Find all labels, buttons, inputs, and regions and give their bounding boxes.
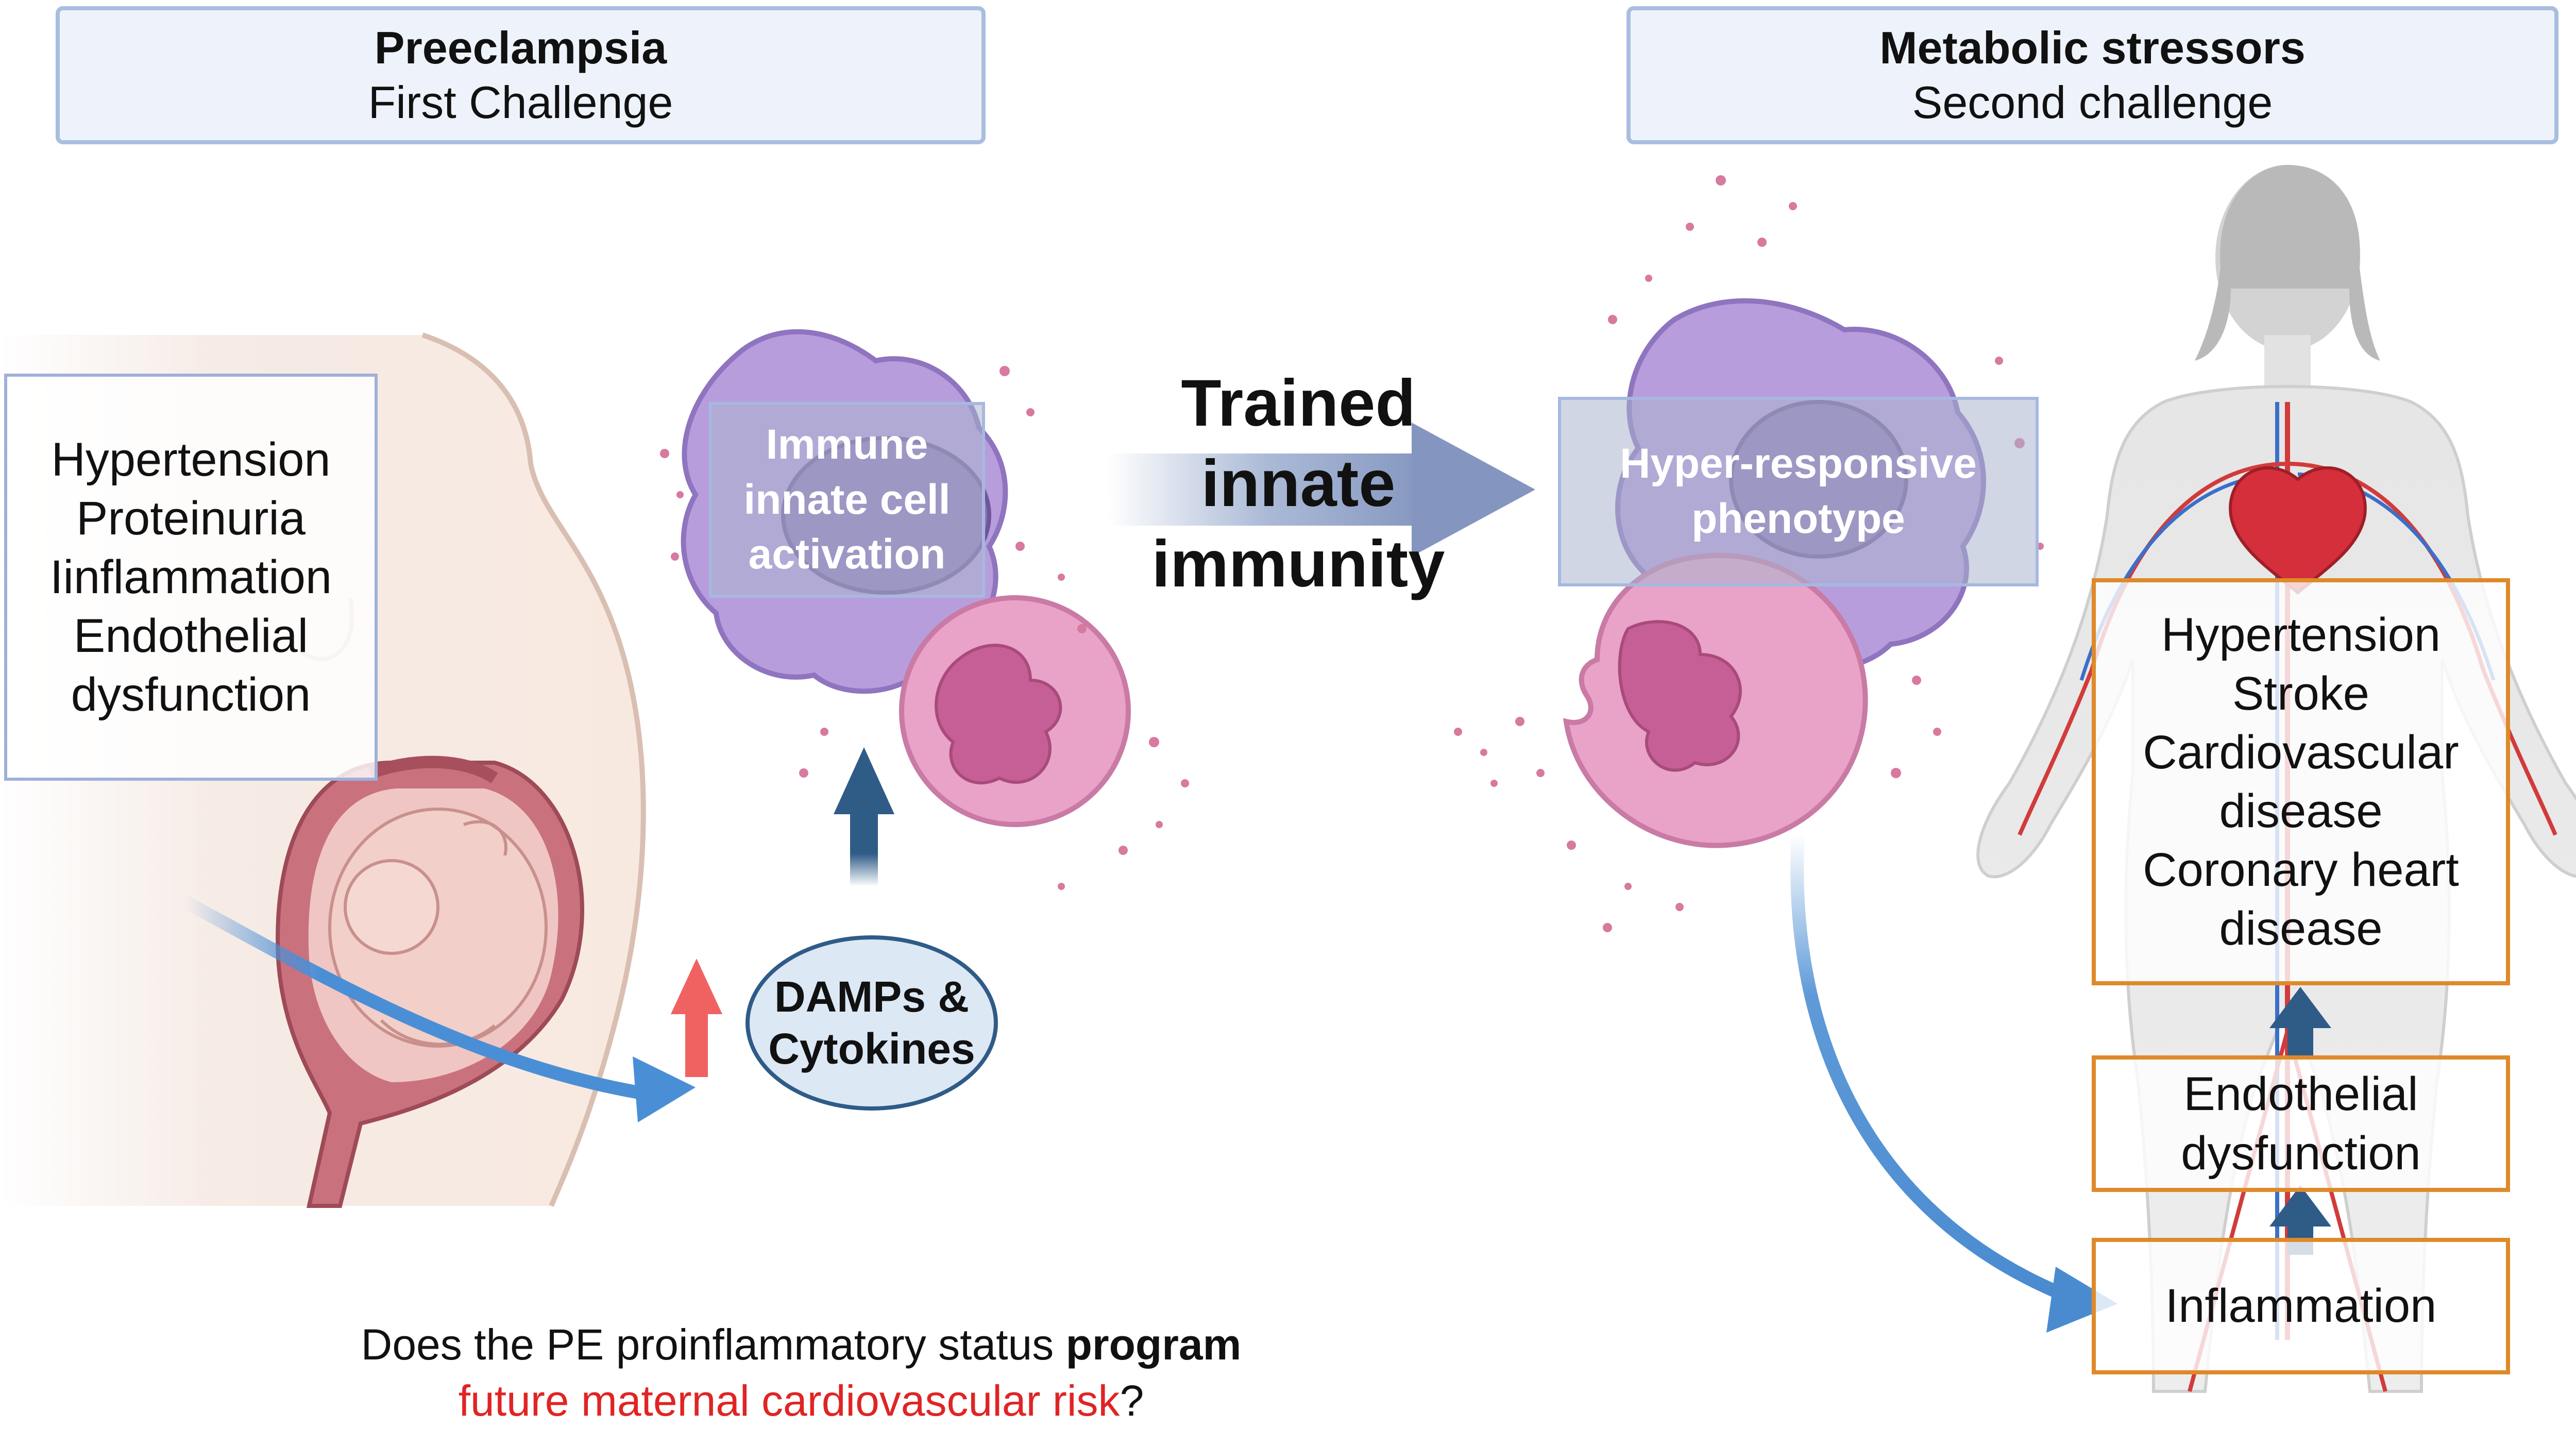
question-highlight: future maternal cardiovascular risk bbox=[458, 1376, 1120, 1425]
cv-risk-item: Coronary heart bbox=[2143, 844, 2459, 897]
research-question: Does the PE proinflammatory status progr… bbox=[247, 1317, 1355, 1429]
cv-risk-item: disease bbox=[2219, 785, 2383, 837]
progression-arrow-icon bbox=[2269, 987, 2331, 1056]
header-subtitle-second-challenge: Second challenge bbox=[1912, 77, 2273, 128]
question-text: Does the PE proinflammatory status bbox=[361, 1320, 1066, 1369]
question-emphasis: program bbox=[1065, 1320, 1242, 1369]
cv-risk-item: disease bbox=[2219, 902, 2383, 955]
hyper-responsive-line: Hyper-responsive bbox=[1620, 440, 1977, 488]
header-box-second-challenge: Metabolic stressors Second challenge bbox=[1626, 6, 2558, 144]
trained-immunity-line: Trained bbox=[1181, 366, 1416, 440]
trained-immunity-line: innate bbox=[1201, 447, 1396, 521]
endothelial-dysfunction-box: Endothelial dysfunction bbox=[2092, 1055, 2510, 1192]
header-title-preeclampsia: Preeclampsia bbox=[374, 22, 667, 74]
immune-activation-line: activation bbox=[748, 531, 946, 578]
damps-cytokines-ellipse: DAMPs & Cytokines bbox=[745, 935, 998, 1111]
question-mark: ? bbox=[1120, 1376, 1144, 1425]
symptom-item: dysfunction bbox=[71, 668, 311, 721]
cv-risk-item: Cardiovascular bbox=[2143, 726, 2459, 779]
hyper-responsive-line: phenotype bbox=[1691, 495, 1905, 542]
symptom-item: Proteinuria bbox=[76, 492, 306, 545]
header-title-metabolic-stressors: Metabolic stressors bbox=[1879, 22, 2306, 74]
symptom-item: Endothelial bbox=[73, 610, 309, 663]
increase-arrow-icon bbox=[671, 959, 722, 1077]
immune-activation-label: Immune innate cell activation bbox=[709, 402, 985, 598]
header-subtitle-first-challenge: First Challenge bbox=[368, 77, 673, 128]
header-box-first-challenge: Preeclampsia First Challenge bbox=[56, 6, 986, 144]
trained-immunity-line: immunity bbox=[1151, 527, 1445, 601]
symptom-item: Hypertension bbox=[51, 433, 331, 486]
question-line-2: future maternal cardiovascular risk? bbox=[247, 1373, 1355, 1429]
hyper-responsive-label: Hyper-responsive phenotype bbox=[1558, 397, 2039, 586]
question-line-1: Does the PE proinflammatory status progr… bbox=[247, 1317, 1355, 1373]
symptoms-box: Hypertension Proteinuria Iinflammation E… bbox=[4, 374, 378, 781]
immune-activation-line: innate cell bbox=[743, 476, 951, 523]
cytokine-particles bbox=[660, 175, 2044, 932]
cardiovascular-risks-box: Hypertension Stroke Cardiovascular disea… bbox=[2092, 578, 2510, 985]
cv-risk-item: Stroke bbox=[2232, 667, 2369, 720]
damps-line: Cytokines bbox=[768, 1024, 975, 1073]
inflammation-box: Inflammation bbox=[2092, 1238, 2510, 1374]
immune-activation-line: Immune bbox=[766, 421, 928, 468]
trained-immunity-label: Trained innate immunity bbox=[1133, 363, 1463, 604]
cv-risk-item: Hypertension bbox=[2161, 608, 2441, 661]
damps-line: DAMPs & bbox=[774, 972, 970, 1021]
inflammation-label: Inflammation bbox=[2165, 1280, 2437, 1333]
symptom-item: Iinflammation bbox=[49, 550, 332, 603]
endothelial-line: dysfunction bbox=[2181, 1127, 2421, 1180]
neutrophil-cell bbox=[1563, 552, 1868, 848]
neutrophil-cell bbox=[899, 595, 1131, 827]
endothelial-line: Endothelial bbox=[2183, 1068, 2418, 1121]
